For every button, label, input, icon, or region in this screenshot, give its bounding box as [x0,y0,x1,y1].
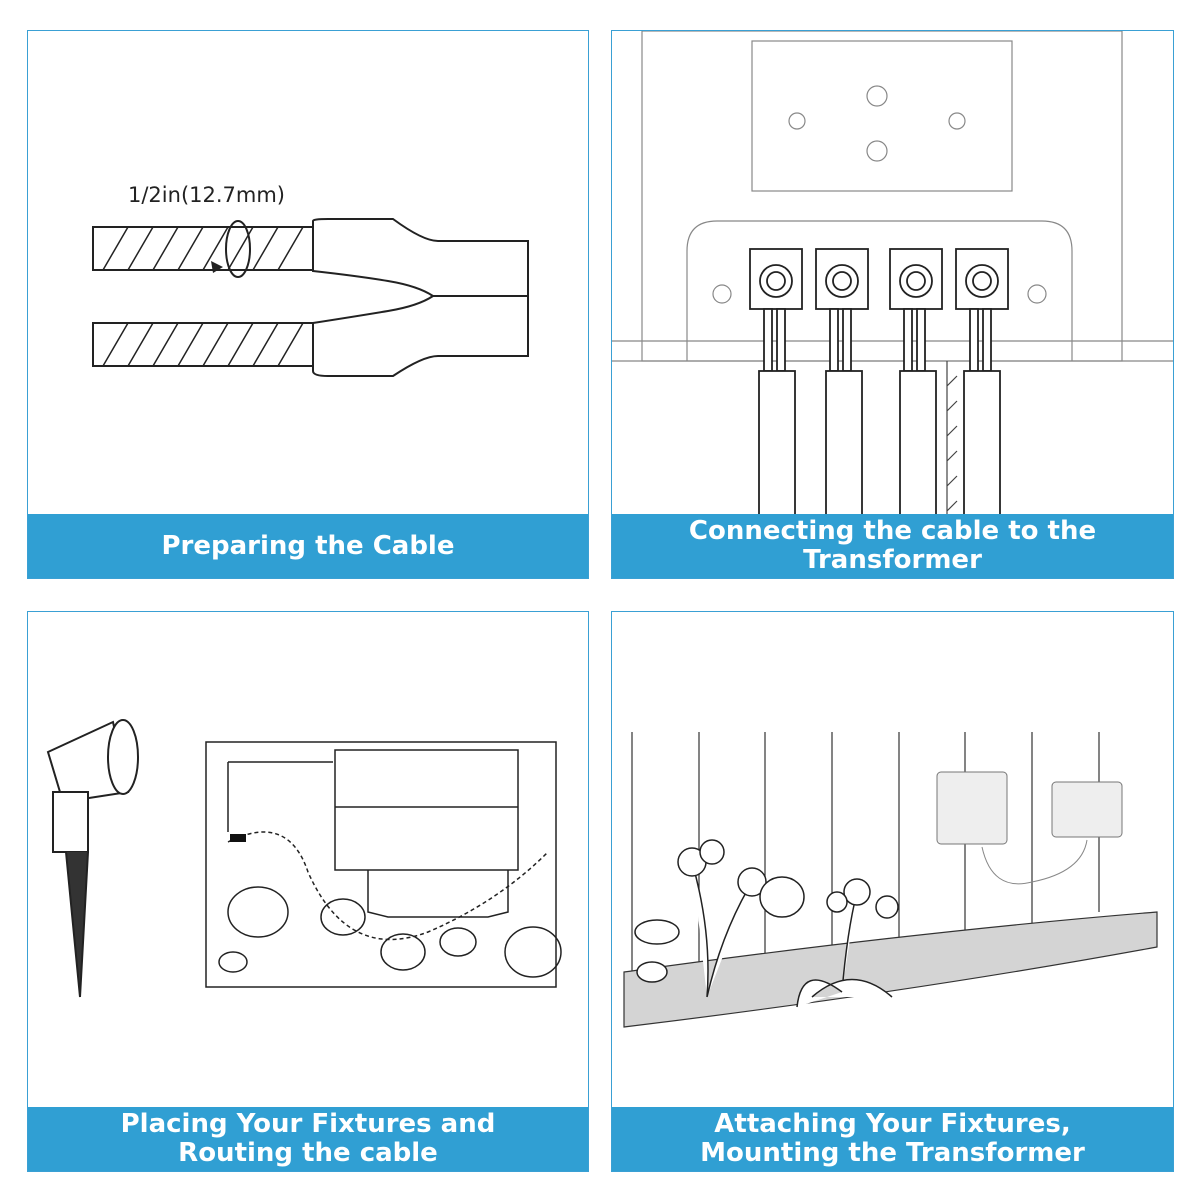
panel-placing-fixtures: Placing Your Fixtures and Routing the ca… [27,611,589,1172]
cable-strip-length-label: 1/2in(12.7mm) [128,183,285,207]
cable-stripping-illustration [92,218,529,377]
panel-title-banner: Preparing the Cable [28,514,588,578]
panel-title-line-1: Connecting the cable to the [688,516,1097,546]
panel-attaching-fixtures: Attaching Your Fixtures, Mounting the Tr… [611,611,1174,1172]
panel-title: Preparing the Cable [161,530,455,561]
fixture-layout-illustration [46,719,562,998]
panel-preparing-cable: 1/2in(12.7mm) Preparing the Cable [27,30,589,579]
transformer-terminal-illustration [612,31,1173,516]
panel-title-line-2: Mounting the Transformer [700,1138,1085,1168]
panel-title-line-2: Routing the cable [178,1138,438,1168]
transformer-icon [936,771,1123,845]
panel-connecting-transformer: Connecting the cable to the Transformer [611,30,1174,579]
plants-icon [634,839,899,1008]
panel-title-banner: Placing Your Fixtures and Routing the ca… [28,1107,588,1171]
panel-title-line-1: Placing Your Fixtures and [120,1109,496,1139]
spotlight-fixture-icon [46,719,139,998]
panel-title-line-1: Attaching Your Fixtures, [714,1109,1071,1139]
panel-title-banner: Connecting the cable to the Transformer [612,514,1173,578]
panel-title-banner: Attaching Your Fixtures, Mounting the Tr… [612,1107,1173,1171]
fence-garden-illustration [623,732,1158,1028]
panel-title-line-2: Transformer [803,545,982,575]
